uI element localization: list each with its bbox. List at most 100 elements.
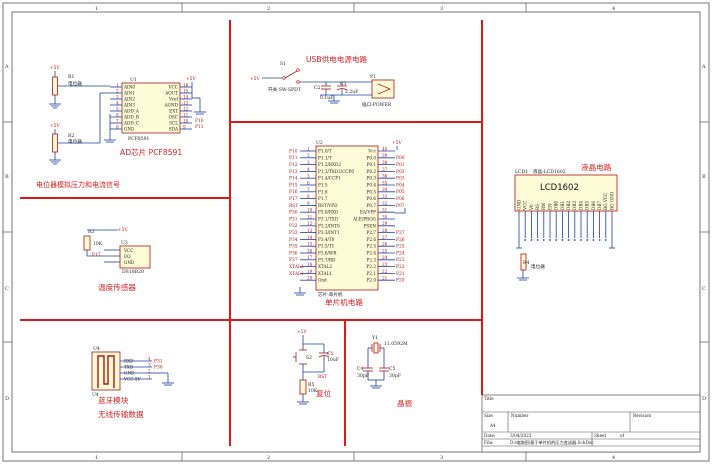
pin-label: P2.7 [367, 230, 377, 235]
net-label: P11 [195, 125, 204, 130]
pin-label: VCC [523, 201, 528, 211]
pin-number: 11 [307, 214, 313, 219]
net-label: P31 [154, 359, 163, 364]
size-value: A4 [489, 423, 496, 428]
net-label: P23 [396, 258, 405, 263]
pin-label: P1.5 [318, 183, 328, 188]
pin-number: 31 [382, 208, 388, 213]
pin-number: 35 [382, 180, 388, 185]
pin-number: 10 [307, 208, 313, 213]
pin-number: 26 [382, 242, 388, 247]
pin-label: P2.4 [367, 251, 377, 256]
pin-number: 16 [307, 248, 313, 253]
value-label: 30pF [389, 373, 401, 379]
ref-label: C1 [327, 351, 334, 357]
usb-power-section: +5V S1 开关-SW-SPDT C2 0.1uF C3 2.2uF P1 插… [250, 61, 395, 108]
col-label: 4 [612, 455, 615, 461]
sheet-label: Sheet [594, 433, 607, 438]
number-label: Number [511, 413, 529, 418]
row-label: B [702, 174, 706, 180]
pin-label: TXD [124, 365, 134, 370]
pin-number: 38 [382, 160, 388, 165]
potentiometer-r2 [52, 133, 58, 153]
pin-end [542, 239, 545, 241]
net-label: P33 [289, 231, 298, 236]
pin-label: P0.2 [367, 169, 377, 174]
pin-end [561, 239, 564, 241]
pin-label: VCC [123, 248, 133, 253]
pin-label: DB3 [572, 201, 577, 210]
pin-number: 15 [307, 242, 313, 247]
pin-label: P3.5/T1 [318, 244, 335, 249]
pin-label: AIN3 [123, 103, 135, 108]
net-label: P32 [289, 224, 298, 229]
section-dividers [20, 20, 483, 446]
pin-label: P3.2/INT0 [318, 223, 340, 228]
net-label: P30 [289, 211, 298, 216]
title-block: Title Size A4 Number Revision Date: 3/04… [481, 394, 701, 453]
net-label: P34 [289, 238, 298, 243]
pin-end [573, 239, 576, 241]
pin-label: VCC-5V [123, 377, 142, 382]
pin-label: DB2 [566, 201, 571, 210]
pin-label: P2.5 [367, 244, 377, 249]
pcf8591-chip [121, 82, 181, 134]
ref-label: P1 [370, 74, 376, 80]
ref-label: U1 [130, 77, 137, 83]
lcd-name: LCD1602 [540, 183, 579, 193]
pin-number: 2 [116, 88, 119, 93]
pin-number: 27 [382, 235, 388, 240]
resistor-r3 [83, 235, 91, 251]
net-label: +5V [297, 330, 307, 335]
section-titles: AD芯片 PCF8591 电位器模拟压力和电流信号 USB供电电源电路 单片机电… [36, 54, 612, 419]
pin-number: 1 [116, 82, 119, 87]
ref-label: R5 [308, 382, 314, 388]
pin-number: 10 [183, 118, 189, 123]
pin-number: 12 [183, 106, 189, 111]
pin-label: RST/VPD [318, 203, 338, 208]
ref-label: C5 [389, 366, 396, 372]
pin-number: 21 [382, 276, 388, 281]
pin-label: BG GND [609, 191, 614, 210]
ref-label: U2 [316, 140, 323, 146]
net-label: P01 [396, 163, 405, 168]
net-label: P07 [396, 204, 405, 209]
pin-label: RXD [124, 359, 134, 364]
pin-label: P1.1/T [318, 155, 332, 160]
date-label: Date: [484, 433, 495, 438]
potentiometer-r1 [52, 76, 58, 96]
file-label: File: [484, 440, 493, 445]
pin-number: 16 [183, 82, 189, 87]
net-label: P22 [396, 265, 405, 270]
pin-number: 7 [116, 118, 119, 123]
net-label: P36 [289, 251, 298, 256]
pin-label: P0.0 [367, 155, 377, 160]
size-label: Size [484, 413, 493, 418]
net-label: P26 [396, 238, 405, 243]
net-label: RST [289, 204, 298, 209]
net-label: P17 [92, 253, 101, 258]
pin-label: OSC [168, 115, 178, 120]
pin-number: 22 [382, 269, 388, 274]
pin-number: 5 [116, 106, 119, 111]
pin-end [598, 239, 601, 241]
net-label: +5V [186, 77, 196, 82]
resistor-r5 [299, 379, 307, 395]
net-label: P02 [396, 170, 405, 175]
pin-label: AOUT [164, 91, 178, 96]
value-label: 10K [93, 241, 103, 247]
switch-contact [296, 68, 300, 72]
reset-section: +5V S2 C1 10uF RST R5 10K [293, 330, 339, 405]
pin-label: I/O [124, 254, 131, 259]
pin-label: DB6 [591, 201, 596, 210]
pin-label: DB4 [578, 201, 583, 210]
pin-number: 12 [307, 221, 313, 226]
pin-number: 14 [183, 94, 189, 99]
border-rulers: 1 2 3 4 1 2 3 4 A B C D A B C D [4, 6, 706, 461]
title-block-frame [481, 394, 701, 453]
pin-end [536, 239, 539, 241]
pin-number: 4 [307, 167, 310, 172]
